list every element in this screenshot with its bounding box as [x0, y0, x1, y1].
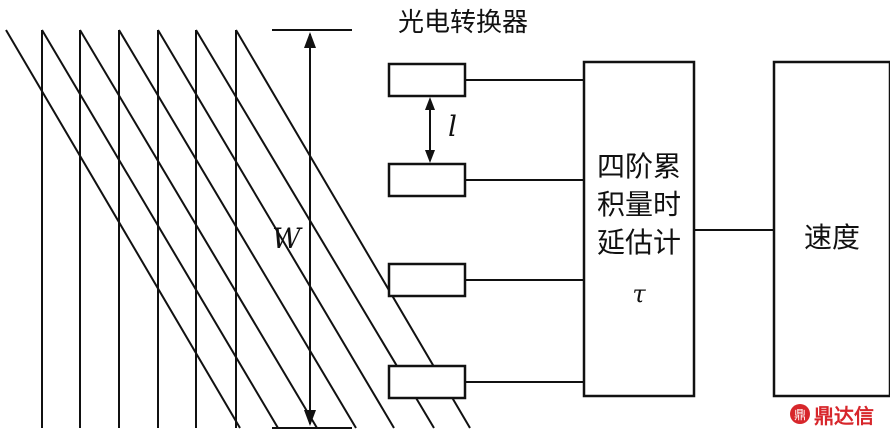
- photoelectric-converters: [387, 62, 467, 400]
- grating-diagonal-6: [195, 29, 435, 429]
- delay-estimator-line-1: 四阶累: [596, 150, 681, 183]
- spacing-arrow-bottom: [425, 150, 435, 163]
- spacing-arrow-top: [425, 97, 435, 110]
- converter-title: 光电转换器: [398, 8, 529, 38]
- width-label: W: [272, 222, 301, 255]
- watermark-logo-icon: 鼎: [790, 404, 810, 424]
- watermark-text: 鼎达信: [814, 403, 874, 428]
- grating-diagonal-5: [157, 29, 395, 429]
- grating-diagonal-4: [118, 29, 357, 429]
- speed-block: [772, 60, 890, 398]
- delay-estimator-line-2: 积量时: [596, 188, 681, 221]
- grating-diagonal-3: [79, 29, 318, 429]
- width-arrow-bottom: [304, 410, 316, 426]
- width-dimension: [272, 29, 352, 429]
- delay-estimator-label: 四阶累 积量时 延估计: [584, 148, 694, 262]
- spacing-dimension: [425, 97, 435, 163]
- slanted-grating: [5, 29, 471, 429]
- watermark: 鼎 鼎达信: [790, 400, 874, 428]
- delay-estimator-line-3: 延估计: [596, 226, 681, 259]
- converter-2: [387, 162, 467, 198]
- grating-diagonal-1: [5, 29, 241, 429]
- delay-estimator-block: [582, 60, 696, 398]
- width-arrow-top: [304, 32, 316, 48]
- spacing-label: l: [448, 110, 457, 143]
- speed-label: 速度: [803, 221, 860, 254]
- signal-wires: [465, 79, 774, 383]
- grating-diagonal-7: [235, 29, 471, 429]
- converter-4: [387, 364, 467, 400]
- grating-diagonal-2: [41, 29, 279, 429]
- converter-3: [387, 262, 467, 298]
- converter-1: [387, 62, 467, 98]
- tau-symbol: τ: [632, 280, 646, 308]
